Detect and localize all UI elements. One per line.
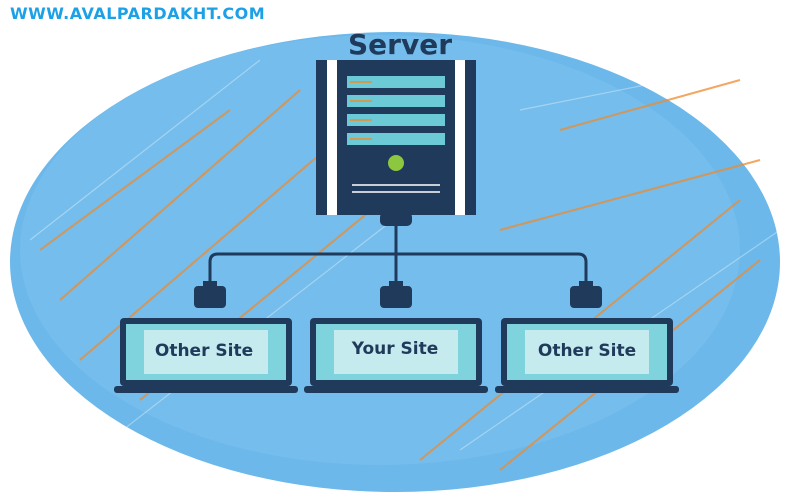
server-tower [316,60,476,226]
server-title: Server [347,28,452,61]
site-label-center: Your Site [351,339,439,359]
watermark-url: WWW.AVALPARDAKHT.COM [10,4,266,23]
laptop-left [114,318,298,393]
network-connectors [208,225,588,290]
laptop-center [304,318,488,393]
plug-connectors [194,281,602,308]
site-label-right: Other Site [537,341,637,361]
laptop-right [495,318,679,393]
site-label-left: Other Site [154,341,254,361]
